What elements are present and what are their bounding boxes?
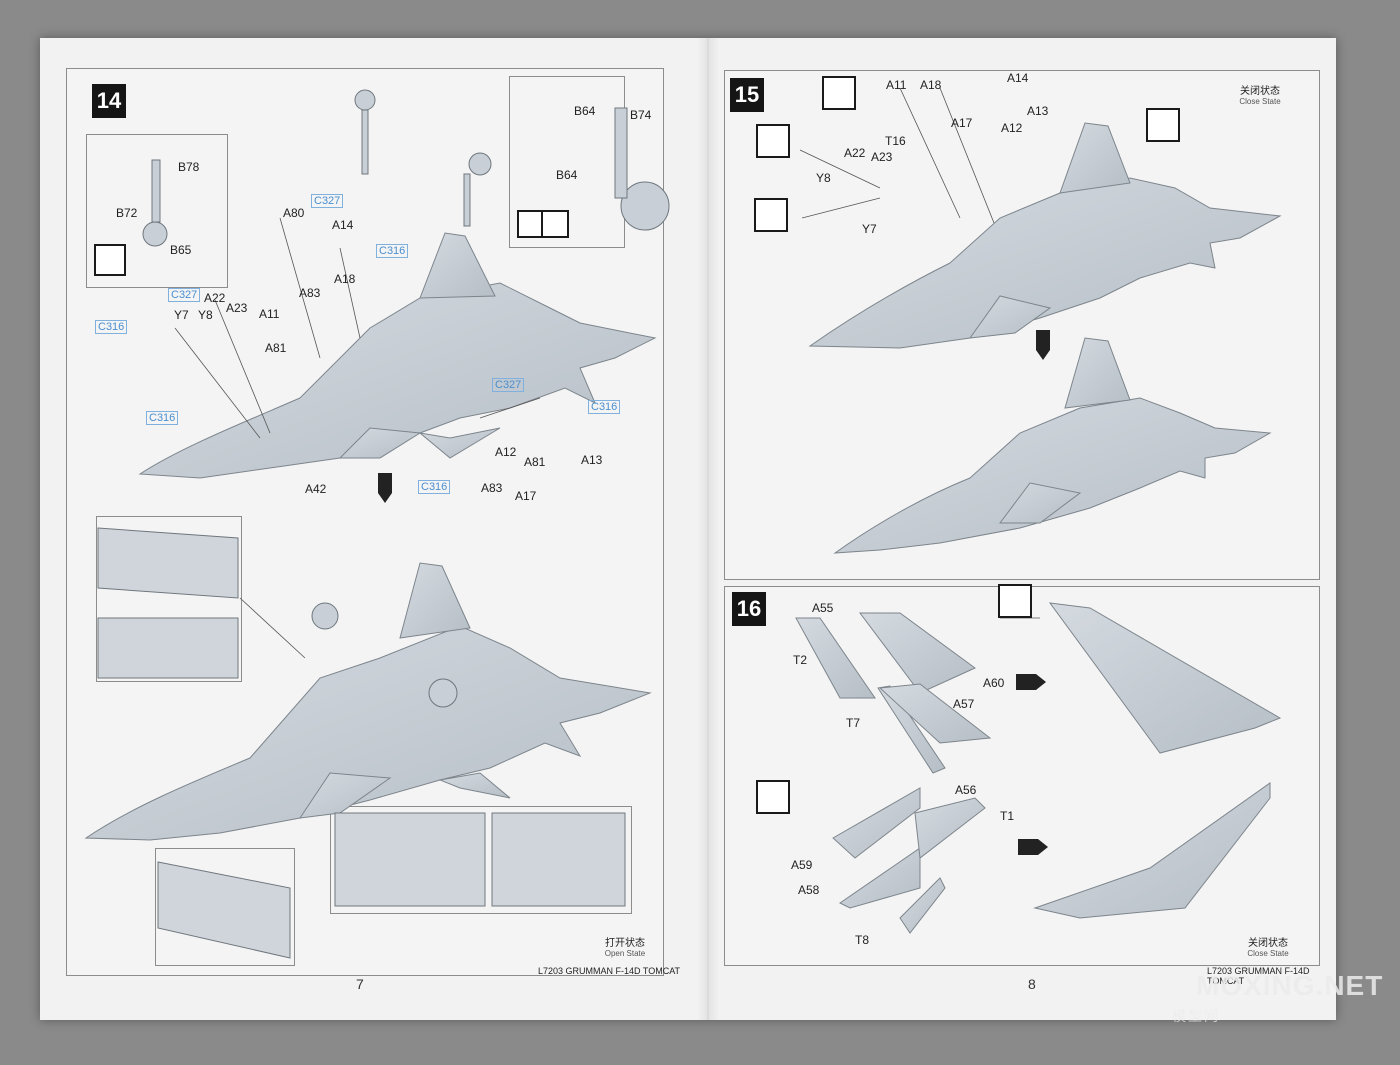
aircraft-step14-assembled	[84, 562, 652, 841]
part-label: Y7	[862, 222, 877, 236]
part-label: A57	[953, 697, 975, 711]
step-arrow-down	[1036, 330, 1050, 360]
part-label: B64	[574, 104, 596, 118]
paint-code: C316	[376, 244, 409, 258]
paint-code: C316	[418, 480, 451, 494]
part-label: T2	[793, 653, 808, 667]
part-label: A11	[259, 307, 280, 321]
assembly-artwork	[84, 87, 1282, 959]
part-label: Y8	[198, 308, 213, 322]
step-number-16: 16	[732, 592, 766, 626]
part-label: A12	[1001, 121, 1023, 135]
cut-part-icon	[998, 584, 1032, 618]
step14-arrow-down	[378, 473, 392, 503]
part-label: Y7	[174, 308, 189, 322]
page-fold	[697, 38, 719, 1020]
footer-right: L7203 GRUMMAN F-14D TOMCAT	[1207, 966, 1310, 986]
cut-part-icon	[1146, 108, 1180, 142]
part-label: T8	[855, 933, 870, 947]
aircraft-step15-top	[808, 122, 1282, 349]
part-label: T7	[846, 716, 861, 730]
part-label: A81	[265, 341, 287, 355]
part-label: A58	[798, 883, 820, 897]
step-number-15: 15	[730, 78, 764, 112]
part-label: A83	[299, 286, 321, 300]
part-label: B78	[178, 160, 200, 174]
part-label: A17	[515, 489, 537, 503]
water-decal-icon-2	[94, 244, 126, 276]
part-label: B65	[170, 243, 192, 257]
paint-code: C327	[168, 288, 201, 302]
part-label: A81	[524, 455, 546, 469]
part-label: A60	[983, 676, 1005, 690]
part-label: T1	[1000, 809, 1015, 823]
paint-code: C316	[95, 320, 128, 334]
part-label: A17	[951, 116, 973, 130]
part-label: A59	[791, 858, 813, 872]
aircraft-step15-bottom	[833, 337, 1272, 554]
part-label: B72	[116, 206, 138, 220]
page-number-left: 7	[356, 976, 364, 992]
cut-part-icon	[754, 198, 788, 232]
watermark: MOXING.NET	[1196, 970, 1384, 1001]
part-label: A42	[305, 482, 327, 496]
paint-code: C327	[492, 378, 525, 392]
wing-parts	[795, 602, 1282, 934]
water-decal-icon	[541, 210, 569, 238]
page-number-right: 8	[1028, 976, 1036, 992]
part-label: A23	[226, 301, 248, 315]
part-label: B64	[556, 168, 578, 182]
step16-arrow-top	[1016, 674, 1046, 690]
part-label: A80	[283, 206, 305, 220]
part-label: A14	[1007, 71, 1029, 85]
part-label: A55	[812, 601, 834, 615]
part-label: T16	[885, 134, 906, 148]
part-label: A83	[481, 481, 503, 495]
detail-box-art	[97, 527, 626, 959]
part-label: A12	[495, 445, 517, 459]
part-label: A23	[871, 150, 893, 164]
paint-code: C316	[588, 400, 621, 414]
footer-left: L7203 GRUMMAN F-14D TOMCAT	[538, 966, 681, 976]
cut-part-icon	[756, 780, 790, 814]
landing-gear-parts	[142, 89, 670, 708]
part-label: A14	[332, 218, 354, 232]
part-label: A11	[886, 78, 907, 92]
step-number-14: 14	[92, 84, 126, 118]
watermark-sub: 模型网	[1172, 1009, 1220, 1025]
step16-arrow-bottom	[1018, 839, 1048, 855]
part-label: A22	[204, 291, 226, 305]
part-label: A18	[334, 272, 356, 286]
part-label: A13	[1027, 104, 1049, 118]
part-label: A13	[581, 453, 603, 467]
part-label: A56	[955, 783, 977, 797]
part-label: Y8	[816, 171, 831, 185]
paint-code: C316	[146, 411, 179, 425]
part-label: A18	[920, 78, 942, 92]
part-label: A22	[844, 146, 866, 160]
aircraft-step14-exploded	[138, 232, 657, 479]
cut-part-icon	[822, 76, 856, 110]
cut-part-icon	[756, 124, 790, 158]
part-label: B74	[630, 108, 652, 122]
leader-lines	[174, 87, 1040, 659]
instruction-sheet: 14 15 16	[40, 38, 1336, 1020]
paint-code: C327	[311, 194, 344, 208]
